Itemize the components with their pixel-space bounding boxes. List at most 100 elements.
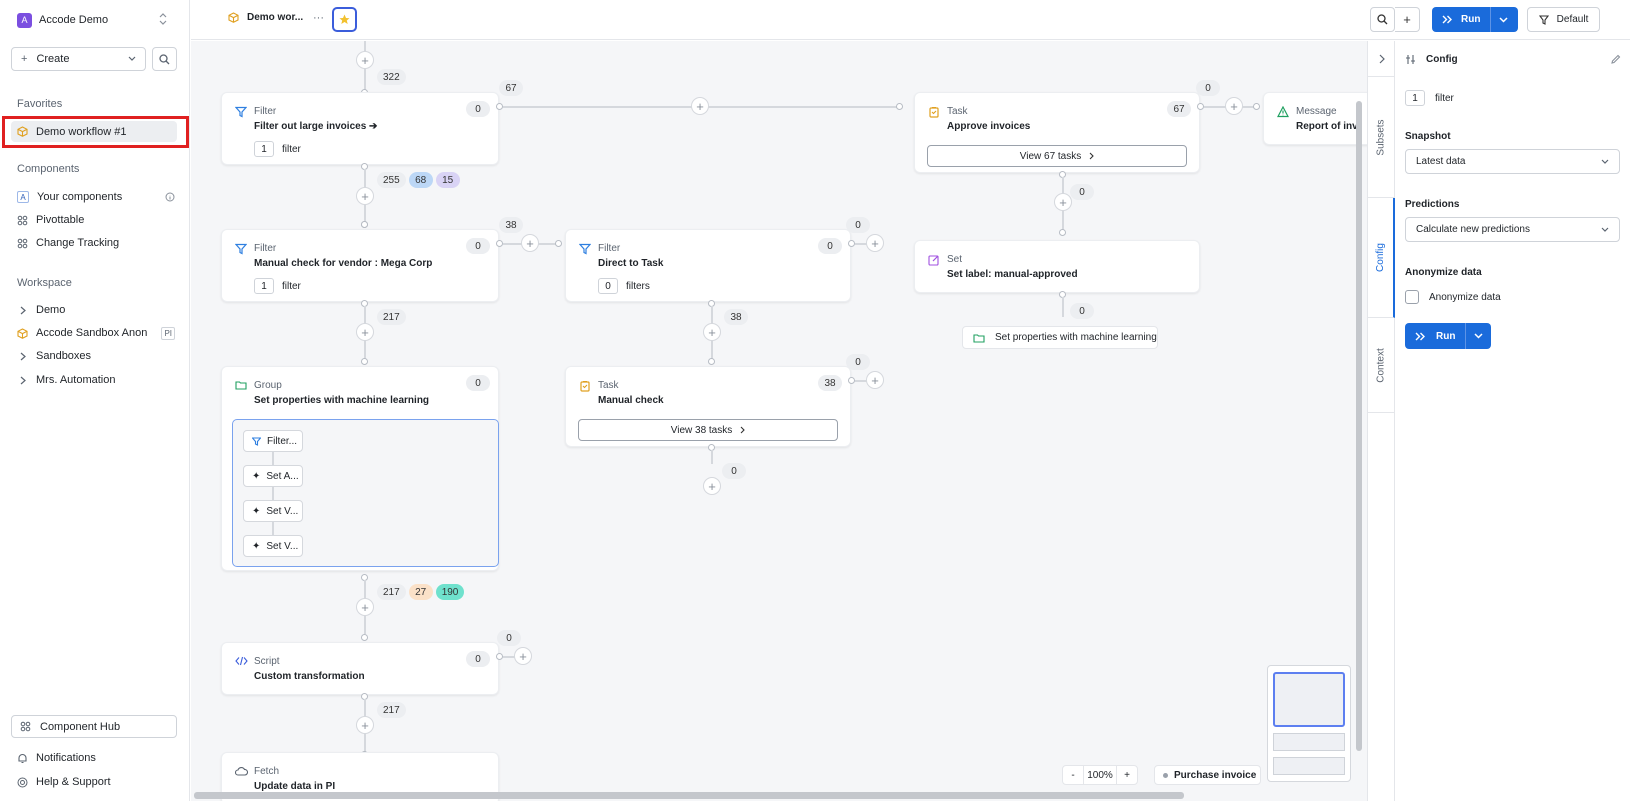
horizontal-scrollbar[interactable] bbox=[194, 792, 1184, 799]
workspace-item-sandbox-anon[interactable]: Accode Sandbox Anon PI bbox=[17, 326, 175, 340]
notifications-label: Notifications bbox=[36, 752, 96, 764]
anonymize-checkbox[interactable] bbox=[1405, 290, 1419, 304]
add-step-button[interactable]: + bbox=[356, 187, 374, 205]
add-step-button[interactable]: + bbox=[703, 477, 721, 495]
edit-pencil-icon[interactable] bbox=[1610, 54, 1621, 65]
node-set-label[interactable]: Set Set label: manual-approved bbox=[914, 240, 1200, 293]
node-filter-large-invoices[interactable]: Filter Filter out large invoices ➔ 0 1 f… bbox=[221, 92, 499, 165]
default-view-button[interactable]: Default bbox=[1527, 7, 1600, 32]
count-badge: 0 bbox=[1196, 80, 1220, 96]
zoom-in-button[interactable]: + bbox=[1124, 769, 1130, 781]
node-filter-direct-to-task[interactable]: Filter Direct to Task 0 0 filters bbox=[565, 229, 851, 302]
info-icon bbox=[165, 192, 175, 202]
add-step-button[interactable]: + bbox=[356, 716, 374, 734]
group-child-filter[interactable]: Filter... bbox=[243, 430, 303, 452]
add-step-button[interactable]: + bbox=[1054, 193, 1072, 211]
entity-selector[interactable]: Purchase invoice bbox=[1154, 765, 1261, 785]
add-step-button[interactable]: + bbox=[866, 371, 884, 389]
workspace-item-sandboxes[interactable]: Sandboxes bbox=[17, 350, 91, 362]
topbar-add-button[interactable]: + bbox=[1395, 7, 1420, 32]
add-step-button[interactable]: + bbox=[521, 234, 539, 252]
group-child-set[interactable]: ✦ Set A... bbox=[243, 465, 303, 487]
component-pivottable[interactable]: Pivottable bbox=[17, 214, 84, 226]
node-type: Filter bbox=[254, 243, 277, 254]
topbar-run-button[interactable]: Run bbox=[1432, 7, 1518, 32]
node-task-approve-invoices[interactable]: Task Approve invoices 67 View 67 tasks bbox=[914, 92, 1200, 173]
count-badge: 68 bbox=[408, 172, 433, 188]
node-message-report[interactable]: Message Report of inv bbox=[1263, 92, 1367, 145]
node-filter-manual-check[interactable]: Filter Manual check for vendor : Mega Co… bbox=[221, 229, 499, 302]
group-child-set[interactable]: ✦ Set V... bbox=[243, 535, 303, 557]
add-step-button[interactable]: + bbox=[866, 234, 884, 252]
snapshot-select[interactable]: Latest data bbox=[1405, 149, 1620, 174]
component-your-components[interactable]: A Your components bbox=[17, 191, 175, 203]
view-tasks-button[interactable]: View 67 tasks bbox=[927, 145, 1187, 167]
connector-dot bbox=[708, 358, 715, 365]
connector-dot bbox=[496, 653, 503, 660]
add-step-button[interactable]: + bbox=[691, 97, 709, 115]
edit-icon bbox=[928, 254, 940, 266]
node-title: Manual check for vendor : Mega Corp bbox=[254, 258, 433, 269]
predictions-select[interactable]: Calculate new predictions bbox=[1405, 217, 1620, 242]
topbar-search-button[interactable] bbox=[1370, 7, 1395, 32]
node-task-manual-check[interactable]: Task Manual check 38 View 38 tasks bbox=[565, 366, 851, 447]
node-group-ml[interactable]: Group Set properties with machine learni… bbox=[221, 366, 499, 571]
workflow-canvas[interactable]: + 322 Filter Filter out large invoices ➔… bbox=[191, 41, 1367, 801]
chevron-down-icon bbox=[1601, 159, 1609, 164]
grid-icon bbox=[20, 721, 31, 732]
minimap[interactable] bbox=[1267, 665, 1351, 782]
workspace-switcher[interactable]: A Accode Demo bbox=[17, 12, 175, 28]
add-step-button[interactable]: + bbox=[356, 323, 374, 341]
notifications-link[interactable]: Notifications bbox=[17, 752, 96, 764]
node-script-custom[interactable]: Script Custom transformation 0 bbox=[221, 642, 499, 695]
sidebar-search-button[interactable] bbox=[152, 47, 177, 71]
folder-icon bbox=[235, 380, 247, 392]
component-label: Pivottable bbox=[36, 214, 85, 226]
view-tasks-button[interactable]: View 38 tasks bbox=[578, 419, 838, 441]
filter-count: 0 filters bbox=[598, 278, 650, 294]
tab-context[interactable]: Context bbox=[1368, 318, 1395, 413]
anonymize-checkbox-row[interactable]: Anonymize data bbox=[1405, 290, 1501, 304]
panel-run-button[interactable]: Run bbox=[1405, 323, 1491, 349]
group-body[interactable]: Filter... ✦ Set A... ✦ Set V... ✦ Set V.… bbox=[232, 419, 499, 567]
minimap-viewport[interactable] bbox=[1273, 672, 1345, 727]
more-options-button[interactable]: ··· bbox=[313, 12, 324, 24]
component-change-tracking[interactable]: Change Tracking bbox=[17, 237, 119, 249]
vertical-scrollbar[interactable] bbox=[1356, 101, 1362, 751]
workspace-item-demo[interactable]: Demo bbox=[17, 304, 65, 316]
count-badge: 15 bbox=[435, 172, 460, 188]
chevron-updown-icon bbox=[159, 13, 167, 25]
tab-config[interactable]: Config bbox=[1368, 198, 1395, 318]
favorite-item-demo-workflow[interactable]: Demo workflow #1 bbox=[11, 121, 177, 142]
component-hub-button[interactable]: Component Hub bbox=[11, 715, 177, 738]
add-step-button[interactable]: + bbox=[1225, 97, 1243, 115]
run-dropdown-button[interactable] bbox=[1465, 323, 1490, 349]
create-button[interactable]: + Create bbox=[11, 47, 146, 71]
zoom-out-button[interactable]: - bbox=[1071, 769, 1075, 781]
config-panel: Config 1 filter Snapshot Latest data Pre… bbox=[1396, 41, 1630, 801]
node-title: Update data in PI bbox=[254, 781, 336, 792]
run-main[interactable]: Run bbox=[1432, 7, 1490, 32]
node-title: Set label: manual-approved bbox=[947, 269, 1078, 280]
set-properties-chip[interactable]: Set properties with machine learning bbox=[962, 326, 1158, 349]
zoom-level[interactable]: 100% bbox=[1083, 766, 1117, 784]
count-badge: 255 bbox=[377, 172, 406, 188]
run-dropdown-button[interactable] bbox=[1490, 7, 1515, 32]
run-main[interactable]: Run bbox=[1405, 323, 1465, 349]
add-step-button[interactable]: + bbox=[356, 598, 374, 616]
chevron-down-icon bbox=[128, 56, 136, 61]
add-step-button[interactable]: + bbox=[514, 647, 532, 665]
help-label: Help & Support bbox=[36, 776, 111, 788]
group-child-set[interactable]: ✦ Set V... bbox=[243, 500, 303, 522]
collapse-panel-button[interactable] bbox=[1368, 41, 1395, 77]
help-support-link[interactable]: Help & Support bbox=[17, 776, 111, 788]
add-step-button[interactable]: + bbox=[356, 51, 374, 69]
workspace-item-mrs-automation[interactable]: Mrs. Automation bbox=[17, 374, 115, 386]
favorite-star-button[interactable] bbox=[332, 7, 357, 32]
workflow-tab[interactable]: Demo wor... bbox=[228, 12, 303, 23]
workspace-badge: A bbox=[17, 12, 32, 28]
count-badge: 190 bbox=[435, 584, 465, 600]
add-step-button[interactable]: + bbox=[703, 323, 721, 341]
tab-subsets[interactable]: Subsets bbox=[1368, 78, 1395, 198]
connector-dot bbox=[361, 634, 368, 641]
